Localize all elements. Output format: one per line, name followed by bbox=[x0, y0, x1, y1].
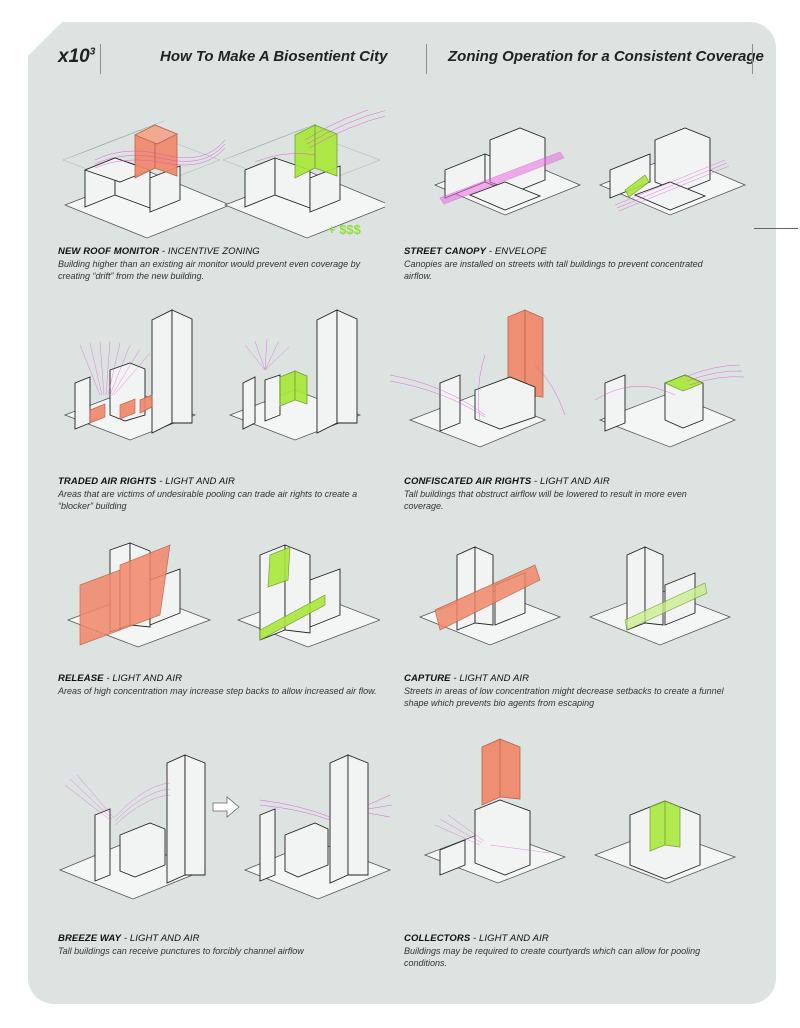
traded-air-rights-figure bbox=[63, 309, 362, 441]
panel-title: CONFISCATED AIR RIGHTS bbox=[404, 476, 532, 487]
side-tick-mark bbox=[754, 228, 798, 229]
panel-title: NEW ROOF MONITOR bbox=[58, 246, 160, 257]
tall-tower bbox=[316, 309, 358, 434]
canopy-green bbox=[624, 174, 650, 198]
cap-tower-red bbox=[481, 738, 521, 806]
tall-tower bbox=[151, 309, 193, 434]
panel-category: ENVELOPE bbox=[494, 246, 547, 257]
airflow-channel bbox=[259, 794, 393, 821]
title-left: How To Make A Biosentient City bbox=[160, 48, 388, 65]
panel-new-roof-monitor: NEW ROOF MONITOR - INCENTIVE ZONING Buil… bbox=[58, 246, 378, 282]
stepback-plane-green bbox=[259, 546, 326, 641]
courtyard-green bbox=[649, 800, 681, 852]
panel-capture: CAPTURE - LIGHT AND AIR Streets in areas… bbox=[404, 673, 724, 709]
airflow-lines bbox=[614, 159, 730, 212]
funnel-plane-green bbox=[624, 582, 708, 631]
panel-title: COLLECTORS bbox=[404, 933, 471, 944]
panel-title: BREEZE WAY bbox=[58, 933, 122, 944]
building-block bbox=[74, 362, 146, 430]
street-canopy-figure bbox=[433, 127, 747, 216]
building-block bbox=[94, 808, 166, 882]
punctured-tower bbox=[329, 754, 369, 884]
panel-sep: - bbox=[159, 246, 168, 257]
panel-sep: - bbox=[486, 246, 495, 257]
airflow-fan bbox=[64, 774, 171, 826]
new-tower-red bbox=[134, 124, 178, 179]
airflow-sweep bbox=[594, 364, 745, 401]
header-divider bbox=[426, 44, 427, 74]
capture-figure bbox=[418, 546, 732, 646]
funnel-plane-red bbox=[434, 564, 541, 631]
panel-sep: - bbox=[470, 933, 480, 944]
panel-title: TRADED AIR RIGHTS bbox=[58, 476, 157, 487]
panel-title: RELEASE bbox=[58, 673, 104, 684]
header-divider bbox=[100, 44, 101, 74]
panel-confiscated-air-rights: CONFISCATED AIR RIGHTS - LIGHT AND AIR T… bbox=[404, 476, 724, 512]
release-figure bbox=[66, 542, 380, 648]
panel-category: INCENTIVE ZONING bbox=[167, 246, 260, 257]
panel-sep: - bbox=[450, 673, 460, 684]
panel-description: Streets in areas of low concentration mi… bbox=[404, 686, 724, 708]
panel-category: LIGHT AND AIR bbox=[479, 933, 549, 944]
panel-description: Canopies are installed on streets with t… bbox=[404, 259, 703, 281]
panel-description: Areas of high concentration may increase… bbox=[58, 686, 377, 696]
card-corner-cut bbox=[28, 22, 62, 56]
panel-sep: - bbox=[156, 476, 166, 487]
building-block bbox=[439, 799, 531, 876]
panel-description: Tall buildings that obstruct airflow wil… bbox=[404, 489, 687, 511]
breeze-way-figure bbox=[58, 754, 393, 900]
panel-category: LIGHT AND AIR bbox=[129, 933, 200, 944]
canopy-band bbox=[439, 151, 565, 205]
panel-category: LIGHT AND AIR bbox=[540, 476, 610, 487]
panel-category: LIGHT AND AIR bbox=[165, 476, 235, 487]
panel-description: Building higher than an existing air mon… bbox=[58, 259, 361, 281]
title-right: Zoning Operation for a Consistent Covera… bbox=[448, 48, 764, 65]
panel-category: LIGHT AND AIR bbox=[459, 673, 530, 684]
panel-collectors: COLLECTORS - LIGHT AND AIR Buildings may… bbox=[404, 933, 724, 969]
panel-title: STREET CANOPY bbox=[404, 246, 487, 257]
panel-description: Tall buildings can receive punctures to … bbox=[58, 946, 304, 956]
panel-breeze-way: BREEZE WAY - LIGHT AND AIR Tall building… bbox=[58, 933, 378, 957]
panel-title: CAPTURE bbox=[404, 673, 451, 684]
panel-sep: - bbox=[531, 476, 541, 487]
panel-traded-air-rights: TRADED AIR RIGHTS - LIGHT AND AIR Areas … bbox=[58, 476, 378, 512]
header-divider bbox=[752, 44, 753, 74]
new-roof-monitor-figure bbox=[62, 110, 385, 239]
airflow-sweep bbox=[389, 354, 566, 421]
blocker-red bbox=[89, 394, 153, 424]
airflow-fan bbox=[244, 338, 290, 371]
tall-tower bbox=[166, 754, 206, 884]
building-block bbox=[259, 808, 329, 882]
building-block bbox=[439, 374, 536, 432]
airflow-fan bbox=[79, 340, 151, 396]
panel-description: Areas that are victims of undesirable po… bbox=[58, 489, 358, 511]
money-badge: + $$$ bbox=[328, 222, 361, 237]
airflow-drift bbox=[254, 110, 385, 163]
panel-sep: - bbox=[121, 933, 130, 944]
panel-release: RELEASE - LIGHT AND AIR Areas of high co… bbox=[58, 673, 378, 697]
panel-description: Buildings may be required to create cour… bbox=[404, 946, 701, 968]
series-label: x103 bbox=[58, 46, 96, 67]
arrow-icon bbox=[212, 796, 240, 818]
panel-street-canopy: STREET CANOPY - ENVELOPE Canopies are in… bbox=[404, 246, 724, 282]
collectors-figure bbox=[423, 738, 737, 884]
airflow-fan bbox=[434, 814, 551, 854]
confiscated-air-rights-figure bbox=[389, 309, 745, 448]
airflow-swirl bbox=[94, 139, 226, 169]
blocker-green bbox=[279, 370, 308, 407]
panel-category: LIGHT AND AIR bbox=[112, 673, 183, 684]
panel-sep: - bbox=[103, 673, 113, 684]
building-block bbox=[242, 374, 281, 430]
stepback-plane-red bbox=[79, 544, 171, 646]
building-block bbox=[609, 127, 711, 211]
new-tower-green bbox=[294, 124, 338, 179]
